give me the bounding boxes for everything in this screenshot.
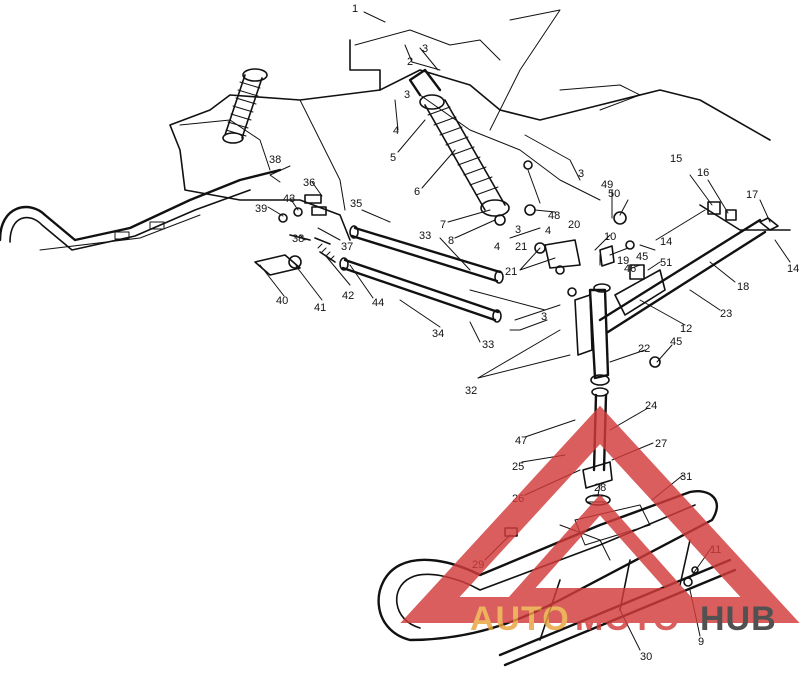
callout-34: 34	[432, 328, 444, 340]
callout-24: 24	[645, 400, 657, 412]
callout-17: 17	[746, 189, 758, 201]
callout-44: 44	[372, 297, 384, 309]
watermark-brand-auto: AUTO	[470, 600, 570, 638]
callout-18: 18	[737, 281, 749, 293]
callout-4: 4	[494, 241, 500, 253]
callout-27: 27	[655, 438, 667, 450]
callout-45: 45	[670, 336, 682, 348]
callout-5: 5	[390, 152, 396, 164]
callout-3: 3	[578, 168, 584, 180]
callout-4: 4	[545, 225, 551, 237]
callout-3: 3	[541, 311, 547, 323]
callout-20: 20	[568, 219, 580, 231]
rear-shock-drawing	[222, 68, 268, 144]
callout-48: 48	[548, 210, 560, 222]
watermark-triangle-large	[400, 405, 800, 623]
callout-28: 28	[594, 482, 606, 494]
callout-21: 21	[515, 241, 527, 253]
callout-22: 22	[638, 343, 650, 355]
callout-4: 4	[393, 125, 399, 137]
callout-46: 46	[624, 263, 636, 275]
callout-38: 38	[292, 233, 304, 245]
watermark-brand-moto: MOTO	[575, 600, 680, 638]
callout-15: 15	[670, 153, 682, 165]
callout-8: 8	[448, 235, 454, 247]
callout-3: 3	[515, 224, 521, 236]
callout-37: 37	[341, 241, 353, 253]
callout-42: 42	[342, 290, 354, 302]
callout-12: 12	[680, 323, 692, 335]
callout-14: 14	[787, 263, 799, 275]
watermark-logo: AUTO MOTO HUB	[400, 405, 800, 638]
callout-38: 38	[269, 154, 281, 166]
callout-23: 23	[720, 308, 732, 320]
callout-41: 41	[314, 302, 326, 314]
callout-9: 9	[698, 636, 704, 648]
callout-3: 3	[404, 89, 410, 101]
chassis-drawing	[0, 9, 771, 251]
callout-32: 32	[465, 385, 477, 397]
callout-49: 49	[601, 179, 613, 191]
callout-43: 43	[283, 193, 295, 205]
callout-21: 21	[505, 266, 517, 278]
callout-45: 45	[636, 251, 648, 263]
front-shock-drawing	[408, 68, 510, 226]
callout-1: 1	[352, 3, 358, 15]
callout-31: 31	[680, 471, 692, 483]
callout-10: 10	[604, 231, 616, 243]
callout-labels: 1 2 3 3 4 4 5 6 7 8 3 48 49 50 3 20 10 4…	[255, 3, 799, 663]
callout-3: 3	[422, 43, 428, 55]
callout-35: 35	[350, 198, 362, 210]
callout-47: 47	[515, 435, 527, 447]
callout-33: 33	[482, 339, 494, 351]
callout-2: 2	[407, 56, 413, 68]
callout-25: 25	[512, 461, 524, 473]
callout-40: 40	[276, 295, 288, 307]
callout-30: 30	[640, 651, 652, 663]
callout-51: 51	[660, 257, 672, 269]
callout-33: 33	[419, 230, 431, 242]
callout-6: 6	[414, 186, 420, 198]
callout-19: 19	[617, 255, 629, 267]
watermark-triangle-small	[504, 494, 696, 602]
callout-39: 39	[255, 203, 267, 215]
callout-7: 7	[440, 219, 446, 231]
callout-36: 36	[303, 177, 315, 189]
radius-rods-drawing	[339, 225, 561, 323]
callout-50: 50	[608, 188, 620, 200]
callout-16: 16	[697, 167, 709, 179]
callout-14: 14	[660, 236, 672, 248]
watermark-brand-hub: HUB	[700, 600, 777, 638]
